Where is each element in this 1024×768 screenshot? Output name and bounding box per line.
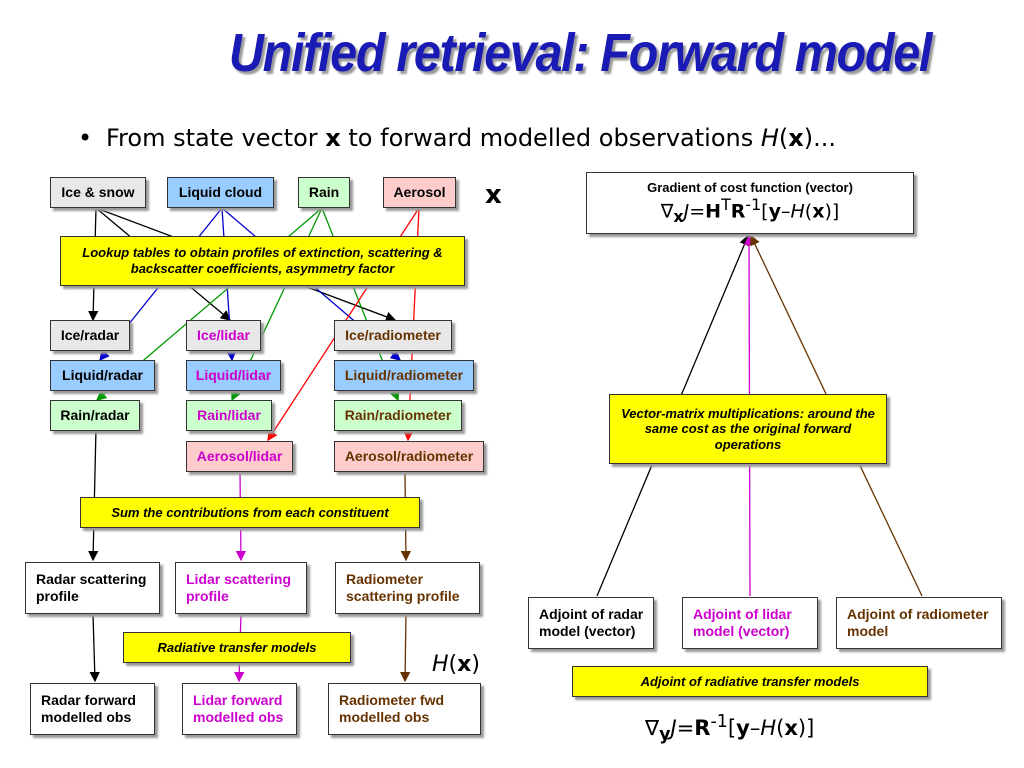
- sum-contributions-box: Sum the contributions from each constitu…: [80, 497, 420, 528]
- lidar-scattering-box: Lidar scattering profile: [175, 562, 307, 614]
- state-vector-label: x: [485, 180, 502, 210]
- slide-title: Unified retrieval: Forward model: [228, 23, 933, 83]
- vector-matrix-box: Vector-matrix multiplications: around th…: [609, 394, 887, 464]
- radar-forward-box: Radar forward modelled obs: [30, 683, 155, 735]
- gradient-box: Gradient of cost function (vector) ∇xJ=H…: [586, 172, 914, 234]
- rain-lidar-box: Rain/lidar: [186, 400, 272, 431]
- ice-radiometer-box: Ice/radiometer: [334, 320, 452, 351]
- aerosol-box: Aerosol: [383, 177, 456, 208]
- adjoint-rt-box: Adjoint of radiative transfer models: [572, 666, 928, 697]
- liquid-lidar-box: Liquid/lidar: [186, 360, 281, 391]
- radar-scattering-box: Radar scattering profile: [25, 562, 160, 614]
- adjoint-radar-box: Adjoint of radar model (vector): [528, 597, 654, 649]
- bullet-text: •From state vector x to forward modelled…: [78, 124, 837, 152]
- adjoint-formula: ∇yJ=R-1[y–H(x)]: [645, 712, 815, 746]
- forward-model-label: H(x): [432, 652, 480, 677]
- ice-lidar-box: Ice/lidar: [186, 320, 261, 351]
- lookup-tables-box: Lookup tables to obtain profiles of exti…: [60, 236, 465, 286]
- radiometer-forward-box: Radiometer fwd modelled obs: [328, 683, 481, 735]
- adjoint-lidar-box: Adjoint of lidar model (vector): [682, 597, 818, 649]
- rain-radar-box: Rain/radar: [50, 400, 140, 431]
- gradient-title: Gradient of cost function (vector): [647, 179, 853, 195]
- aerosol-radiometer-box: Aerosol/radiometer: [334, 441, 484, 472]
- liquid-radar-box: Liquid/radar: [50, 360, 155, 391]
- bullet-dot: •: [78, 124, 93, 152]
- aerosol-lidar-box: Aerosol/lidar: [186, 441, 293, 472]
- radiometer-scattering-box: Radiometer scattering profile: [335, 562, 480, 614]
- radiative-transfer-box: Radiative transfer models: [123, 632, 351, 663]
- adjoint-radiometer-box: Adjoint of radiometer model: [836, 597, 1002, 649]
- ice-snow-box: Ice & snow: [50, 177, 146, 208]
- gradient-formula: ∇xJ=HTR-1[y–H(x)]: [660, 195, 840, 227]
- liquid-cloud-box: Liquid cloud: [167, 177, 274, 208]
- liquid-radiometer-box: Liquid/radiometer: [334, 360, 474, 391]
- ice-radar-box: Ice/radar: [50, 320, 130, 351]
- rain-radiometer-box: Rain/radiometer: [334, 400, 462, 431]
- rain-box: Rain: [298, 177, 350, 208]
- lidar-forward-box: Lidar forward modelled obs: [182, 683, 297, 735]
